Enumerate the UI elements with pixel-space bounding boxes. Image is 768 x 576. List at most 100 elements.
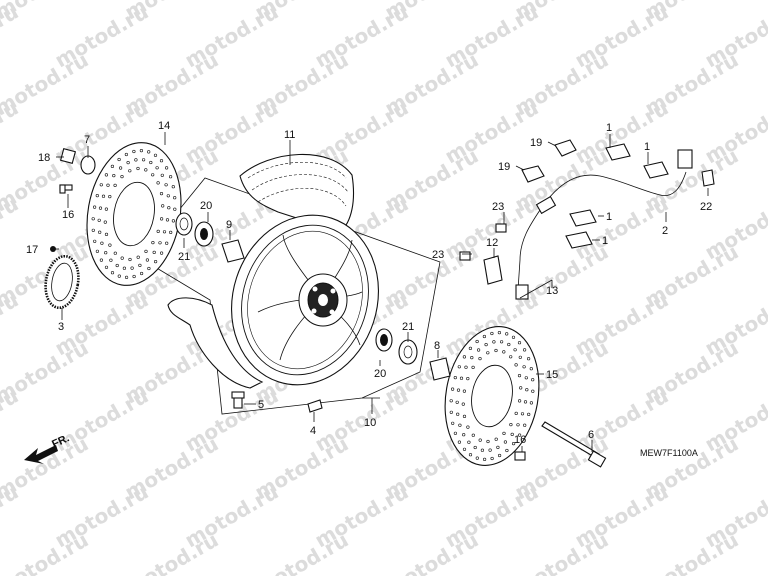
disc-hole <box>505 332 509 336</box>
callout-1-c: 1 <box>606 211 612 223</box>
disc-hole <box>519 386 523 390</box>
disc-hole <box>110 271 115 275</box>
disc-hole <box>160 251 164 255</box>
disc-hole <box>520 412 525 416</box>
clamp-1-a <box>605 143 631 161</box>
disc-hole <box>478 357 482 361</box>
watermark-text: motod.ru <box>0 528 92 576</box>
disc-hole <box>112 174 116 178</box>
callout-22: 22 <box>700 201 712 213</box>
disc-hole <box>468 346 473 351</box>
tire <box>239 153 355 233</box>
disc-hole <box>113 183 117 187</box>
disc-hole <box>466 377 470 381</box>
disc-hole <box>161 204 165 208</box>
callout-23-b: 23 <box>432 249 444 261</box>
axle-6 <box>541 421 607 468</box>
disc-hole <box>169 175 173 179</box>
disc-hole <box>134 158 138 162</box>
disc-hole <box>456 412 460 416</box>
disc-hole <box>517 399 522 403</box>
callout-1-a: 1 <box>606 122 612 134</box>
callout-18: 18 <box>38 152 50 164</box>
disc-hole <box>471 365 475 370</box>
disc-hole <box>132 149 136 154</box>
callout-1-b: 1 <box>644 141 650 153</box>
leader-lines <box>53 132 709 452</box>
callout-14: 14 <box>158 120 170 132</box>
disc-hole <box>138 263 142 268</box>
disc-hole <box>486 351 490 355</box>
disc-hole <box>98 230 102 234</box>
disc-hole <box>509 355 513 359</box>
disc-hole <box>449 399 453 403</box>
disc-hole <box>511 442 516 446</box>
disc-hole <box>524 376 528 380</box>
disc-hole <box>124 152 128 157</box>
clamp-19-mid <box>521 165 545 183</box>
disc-hole <box>461 402 465 406</box>
disc-hole <box>516 423 520 427</box>
disc-hole <box>98 206 103 210</box>
spacer-9 <box>221 239 245 263</box>
bolt-16-left <box>59 184 73 194</box>
disc-hole <box>151 173 155 177</box>
disc-hole <box>531 389 535 393</box>
disc-hole <box>453 376 457 380</box>
disc-hole <box>104 232 109 236</box>
disc-hole <box>494 348 498 353</box>
disc-hole <box>173 207 177 211</box>
callout-6: 6 <box>588 429 594 441</box>
disc-hole <box>104 207 108 211</box>
disc-hole <box>158 241 162 245</box>
callout-19-mid: 19 <box>498 161 510 173</box>
disc-hole <box>101 194 106 198</box>
watermark-text: motod.ru <box>641 528 743 576</box>
callout-11: 11 <box>284 129 295 141</box>
disc-hole <box>522 365 526 369</box>
disc-hole <box>531 378 535 382</box>
disc-hole <box>457 365 461 369</box>
disc-hole <box>117 274 121 278</box>
disc-hole <box>160 173 164 177</box>
disc-hole <box>93 239 97 243</box>
disc-hole <box>453 431 458 435</box>
watermark-text: motod.ru <box>251 528 353 576</box>
bearing-20-left <box>194 221 214 247</box>
disc-hole <box>502 431 506 436</box>
disc-hole <box>468 453 473 457</box>
disc-hole <box>527 412 531 417</box>
disc-hole <box>523 423 527 427</box>
disc-hole <box>162 230 167 234</box>
disc-hole <box>145 258 149 262</box>
disc-hole <box>526 357 531 361</box>
seal-21-right <box>398 339 418 365</box>
disc-hole <box>475 339 479 344</box>
bolt-5 <box>231 391 245 409</box>
disc-hole <box>505 448 509 453</box>
disc-hole <box>130 266 134 270</box>
diagram-code: MEW7F1100A <box>640 448 698 458</box>
disc-hole <box>103 220 107 224</box>
disc-hole <box>167 206 171 210</box>
disc-hole <box>159 192 164 196</box>
disc-hole <box>100 241 104 245</box>
callout-10: 10 <box>364 417 376 429</box>
disc-hole <box>171 185 175 189</box>
disc-hole <box>97 218 101 222</box>
watermark-text: motod.ru <box>381 528 483 576</box>
disc-hole <box>165 166 169 170</box>
callout-13: 13 <box>546 285 558 297</box>
disc-hole <box>147 150 151 154</box>
disc-hole <box>171 219 175 223</box>
disc-hole <box>113 251 117 255</box>
pulser-ring <box>44 254 80 310</box>
callout-21-left: 21 <box>178 251 190 263</box>
disc-hole <box>160 217 164 221</box>
disc-hole <box>492 340 496 344</box>
disc-hole <box>488 448 492 452</box>
disc-hole <box>486 439 490 444</box>
disc-hole <box>156 181 160 185</box>
bracket-12 <box>483 255 503 285</box>
disc-hole <box>120 256 124 260</box>
